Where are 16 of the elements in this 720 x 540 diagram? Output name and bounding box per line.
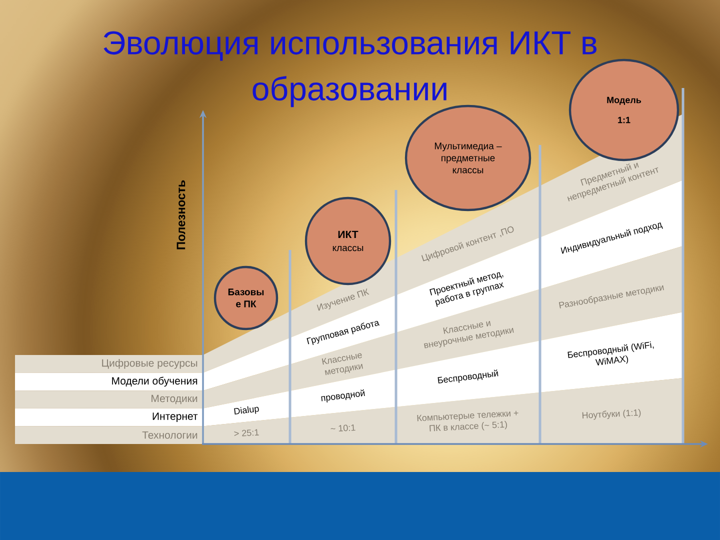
band-label: проводной — [321, 389, 365, 402]
row-heading: Цифровые ресурсы — [102, 359, 198, 369]
band-label: Компьютерые тележки + ПК в классе (~ 5:1) — [417, 410, 518, 432]
row-heading: Методики — [152, 394, 198, 404]
band-label: Dialup — [234, 406, 259, 414]
row-heading: Технологии — [142, 431, 198, 439]
band-label: Ноутбуки (1:1) — [582, 409, 641, 420]
band-label: > 25:1 — [234, 429, 259, 436]
band-label: ~ 10:1 — [330, 424, 356, 432]
band-label: Беспроводный — [438, 370, 498, 384]
row-heading: Интернет — [152, 412, 198, 422]
band-label: Беспроводный (WiFi, WiMAX) — [568, 341, 654, 366]
row-heading: Модели обучения — [112, 376, 198, 387]
band-label: Классные методики — [322, 353, 363, 376]
band-label: Классные и внеурочные методики — [424, 321, 514, 348]
axis-label: Полезность — [176, 180, 186, 250]
